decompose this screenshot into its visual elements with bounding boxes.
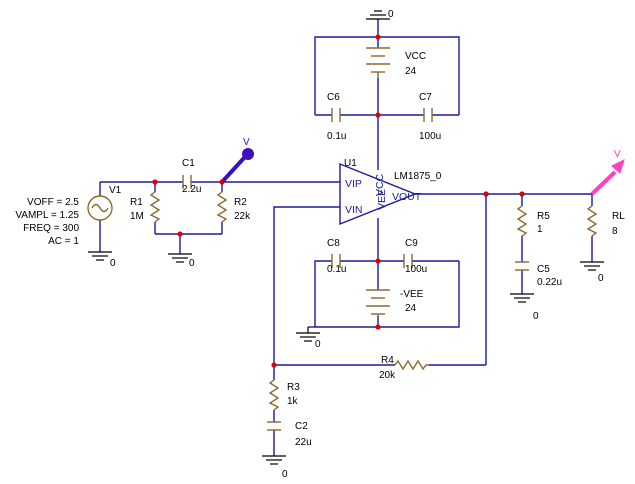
- pin-vip: VIP: [345, 178, 362, 190]
- resistor-r3: R3 1k: [268, 379, 300, 411]
- capacitor-c5: C5 0.22u: [515, 261, 562, 288]
- probe-label: V: [243, 137, 250, 148]
- ground-label: 0: [110, 258, 116, 269]
- vee-name: -VEE: [400, 289, 424, 300]
- vee-value: 24: [405, 303, 417, 314]
- ground-v1: 0: [88, 251, 116, 269]
- svg-text:100u: 100u: [405, 264, 427, 275]
- opamp-u1: U1 LM1875_0 VIP VIN VOUT VCC VEE: [339, 158, 442, 226]
- svg-text:2.2u: 2.2u: [182, 184, 201, 195]
- svg-text:R5: R5: [537, 211, 550, 222]
- opamp-part: LM1875_0: [394, 171, 442, 182]
- ground-vee: 0: [296, 327, 321, 350]
- junction-dots: [152, 34, 525, 368]
- resistor-rl: RL 8: [586, 205, 625, 237]
- ground-label: 0: [533, 311, 539, 322]
- ground-r1r2: 0: [168, 253, 195, 269]
- capacitor-c7: C7 100u: [419, 92, 441, 142]
- ground-label: 0: [598, 273, 604, 284]
- pin-vout: VOUT: [392, 191, 422, 203]
- svg-text:C6: C6: [327, 92, 340, 103]
- svg-text:20k: 20k: [379, 370, 396, 381]
- v1-param: VOFF = 2.5: [27, 197, 79, 208]
- svg-text:C7: C7: [419, 92, 432, 103]
- svg-text:R3: R3: [287, 382, 300, 393]
- svg-text:100u: 100u: [419, 131, 441, 142]
- resistor-r5: R5 1: [516, 205, 550, 237]
- resistor-r1: R1 1M: [130, 191, 161, 223]
- ground-label: 0: [282, 469, 288, 480]
- resistor-r2: R2 22k: [216, 191, 251, 223]
- ground-rl: 0: [580, 261, 604, 284]
- v1-param: FREQ = 300: [23, 223, 79, 234]
- v1-param: AC = 1: [48, 236, 79, 247]
- vcc-value: 24: [405, 66, 417, 77]
- svg-text:1M: 1M: [130, 211, 144, 222]
- vee-battery: -VEE 24: [366, 289, 424, 316]
- svg-text:C5: C5: [537, 264, 550, 275]
- capacitor-c1: C1 2.2u: [182, 158, 201, 195]
- capacitor-c9: C9 100u: [403, 238, 427, 275]
- svg-text:RL: RL: [612, 211, 625, 222]
- svg-text:1: 1: [537, 224, 543, 235]
- pin-vcc: VCC: [374, 173, 386, 196]
- ground-label: 0: [315, 339, 321, 350]
- svg-text:C8: C8: [327, 238, 340, 249]
- v1-name: V1: [109, 185, 122, 196]
- vcc-battery: VCC 24: [366, 47, 426, 78]
- ground-top: 0: [366, 9, 394, 22]
- probe-label: V: [614, 149, 621, 160]
- wires: [99, 22, 593, 456]
- ground-label: 0: [388, 9, 394, 20]
- svg-text:22k: 22k: [234, 211, 251, 222]
- voltage-probe-output[interactable]: V: [590, 149, 625, 196]
- ground-c5: 0: [510, 293, 539, 322]
- svg-text:1k: 1k: [287, 396, 299, 407]
- capacitor-c6: C6 0.1u: [327, 92, 346, 142]
- svg-text:0.1u: 0.1u: [327, 264, 346, 275]
- opamp-ref: U1: [344, 158, 357, 169]
- svg-text:R1: R1: [130, 197, 143, 208]
- pin-vee: VEE: [376, 189, 388, 210]
- capacitor-c8: C8 0.1u: [327, 238, 346, 275]
- svg-text:0.1u: 0.1u: [327, 131, 346, 142]
- svg-text:C2: C2: [295, 421, 308, 432]
- svg-text:C9: C9: [405, 238, 418, 249]
- svg-text:C1: C1: [182, 158, 195, 169]
- pin-vin: VIN: [345, 204, 363, 216]
- v1-param: VAMPL = 1.25: [15, 210, 79, 221]
- voltage-probe-input[interactable]: V: [220, 137, 254, 184]
- svg-text:22u: 22u: [295, 437, 312, 448]
- ground-symbols: 0 0 0 0 0: [88, 9, 604, 480]
- vcc-name: VCC: [405, 51, 426, 62]
- voltage-source-v1: V1 VOFF = 2.5 VAMPL = 1.25 FREQ = 300 AC…: [15, 185, 121, 247]
- ground-c2: 0: [262, 455, 288, 480]
- ground-label: 0: [189, 258, 195, 269]
- svg-text:R4: R4: [381, 355, 394, 366]
- svg-text:R2: R2: [234, 197, 247, 208]
- resistor-r4: R4 20k: [379, 355, 429, 381]
- capacitor-c2: C2 22u: [267, 421, 312, 448]
- svg-text:8: 8: [612, 226, 618, 237]
- svg-text:0.22u: 0.22u: [537, 277, 562, 288]
